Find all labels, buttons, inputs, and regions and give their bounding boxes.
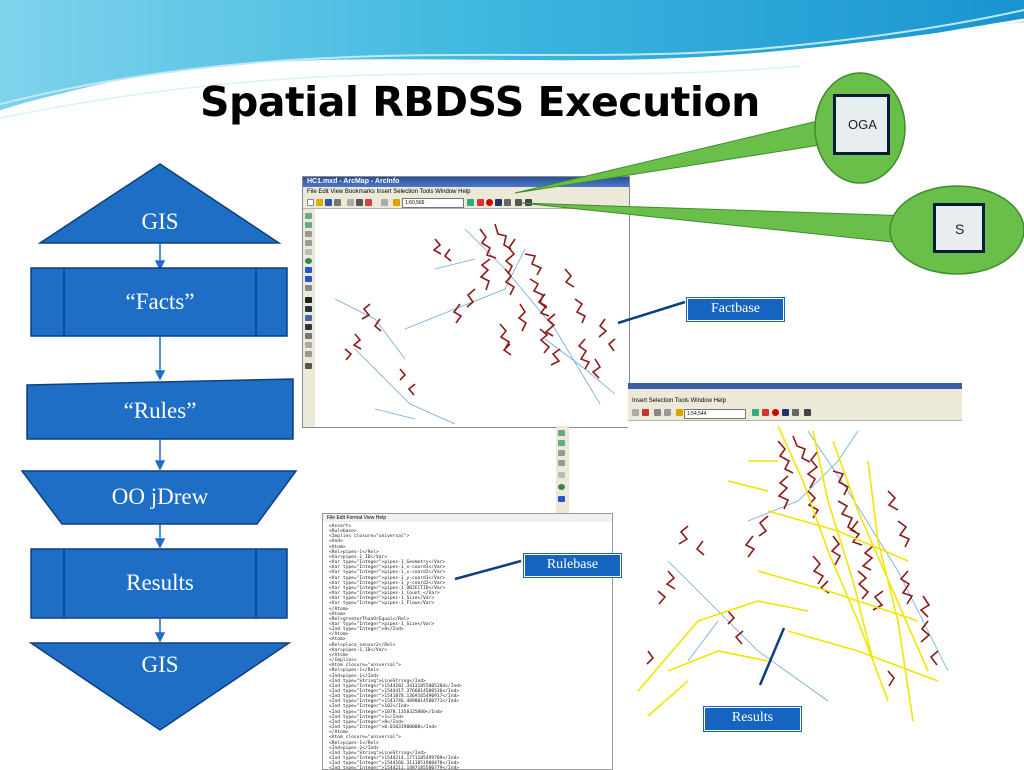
rulebase-line: <Atom>: [329, 637, 346, 643]
flow-label-gis-extract: GIS: [141, 209, 179, 234]
rulebase-line: <Ind type="String">LineString</Ind>: [329, 750, 426, 756]
flow-label-gis-merge: GIS: [141, 652, 179, 677]
rulebase-line: <Rel>pipes-1</Rel>: [329, 549, 379, 555]
flow-step-oojdrew: [20, 470, 298, 525]
map-tools-strip[interactable]: [556, 426, 569, 514]
callout-results: Results: [703, 706, 802, 732]
rulebase-line: <Rel>pipes-1</Rel>: [329, 740, 379, 746]
rulebase-line: </Atom>: [329, 730, 349, 736]
rulebase-line: <Rel>place_sensor2</Rel>: [329, 642, 396, 648]
results-scale-box[interactable]: 1:54,544: [684, 409, 746, 419]
rulebase-line: <Ind type="Integer">8</Ind>: [329, 627, 404, 633]
flow-label-facts: “Facts”: [125, 289, 195, 314]
rulebase-line: <Var type="Integer">pipes-1_x-coord2</Va…: [329, 570, 446, 576]
flowchart: [20, 163, 298, 731]
oga-tool-icon: OGA: [833, 94, 890, 155]
flow-step-results: [30, 548, 288, 619]
notepad-menu[interactable]: File Edit Format View Help: [323, 514, 612, 522]
factbase-map: [334, 223, 616, 425]
rulebase-line: <Ind type="String">LineString</Ind>: [329, 678, 426, 684]
flow-label-rules: “Rules”: [123, 398, 197, 423]
flow-label-oojdrew: OO jDrew: [111, 484, 209, 509]
flow-step-facts: [30, 267, 288, 337]
rulebase-line: <Ind type="Integer">1544417.376681450053…: [329, 689, 459, 694]
rulebase-line: </Implies>: [329, 658, 357, 664]
rulebase-line: <Ind type="Integer">1543746.489881450077…: [329, 699, 459, 705]
arcmap-title: HC1.mxd - ArcMap - ArcInfo: [303, 177, 629, 187]
rulebase-line: <Atom>: [329, 544, 346, 550]
rulebase-line: <Var type="Integer">pipes-1_Flow</Var>: [329, 601, 435, 607]
rulebase-line: <Var type="Integer">pipes-1_y-coord2</Va…: [329, 580, 446, 586]
rulebase-line: <Ind type="Integer">1</Ind>: [329, 714, 404, 720]
flow-step-gis-extract: [37, 163, 282, 244]
rulebase-line: <Atom closure="universal">: [329, 735, 401, 741]
rulebase-line: <Ind type="Integer">0.01031900000</Ind>: [329, 725, 437, 731]
rulebase-line: <Ind type="Integer">1544166.311185190047…: [329, 761, 459, 767]
rulebase-line: <Ind>pipes-2</Ind>: [329, 745, 379, 751]
rulebase-line: <Var type="Integer">pipes-1_Count_</Var>: [329, 591, 440, 597]
page-title: Spatial RBDSS Execution: [200, 78, 760, 126]
rulebase-line: <Ind type="Integer">1878.1358325000</Ind…: [329, 709, 443, 715]
s-tool-icon: S: [933, 203, 985, 253]
callout-factbase: Factbase: [686, 297, 785, 322]
rulebase-line: <Var type="Integer">pipes-1_y-coord1</Va…: [329, 575, 446, 581]
rulebase-line: </Atom>: [329, 652, 349, 658]
arcmap-scale-box[interactable]: 1:60,566: [402, 198, 464, 208]
rulebase-line: <Ind type="Integer">1544214.177118549970…: [329, 756, 459, 762]
rulebase-line: <Var>pipes-1_ID</Var>: [329, 554, 388, 560]
rulebase-line: </Atom>: [329, 606, 349, 612]
rulebase-line: <Ind type="Integer">8</Ind>: [329, 719, 404, 725]
flow-label-results: Results: [126, 570, 194, 595]
rulebase-line: <Rulebase>: [329, 529, 357, 535]
rulebase-line: </Atom>: [329, 632, 349, 638]
rulebase-line: <Ind type="Integer">1544202.341318550053…: [329, 683, 462, 689]
rulebase-line: <Assert>: [329, 524, 352, 529]
rulebase-line: <Ind type="Integer">1541878.136916549091…: [329, 694, 459, 700]
arcmap-window: HC1.mxd - ArcMap - ArcInfo File Edit Vie…: [302, 176, 630, 428]
arcmap-menu[interactable]: File Edit View Bookmarks Insert Selectio…: [303, 187, 629, 197]
rulebase-code: <Assert><Rulebase><Implies closure="univ…: [329, 524, 462, 769]
header-wave: [0, 0, 1024, 119]
rulebase-line: <Rel>pipes-1</Rel>: [329, 668, 379, 674]
rulebase-line: <Rel>greaterThanOrEqual</Rel>: [329, 616, 410, 622]
results-map: [637, 425, 949, 722]
results-window: Insert Selection Tools Window Help 1:54,…: [628, 383, 962, 728]
rulebase-line: <Var type="Integer">pipes-1_Size</Var>: [329, 621, 435, 627]
callout-rulebase: Rulebase: [523, 553, 622, 578]
rulebase-line: <Var type="Integer">pipes-1_x-coord1</Va…: [329, 565, 446, 571]
rulebase-line: <Ind type="Integer">102</Ind>: [329, 704, 410, 710]
rulebase-line: <Ind>pipes-1</Ind>: [329, 673, 379, 679]
flow-step-gis-merge: [28, 642, 292, 731]
rulebase-line: <And>: [329, 539, 343, 545]
rulebase-line: <Var type="Integer">pipes-1_OBJECTID</Va…: [329, 585, 446, 591]
results-toolbar[interactable]: 1:54,544: [628, 407, 962, 421]
rulebase-line: <Var type="Integer">pipes-1_Size</Var>: [329, 596, 435, 602]
flow-step-rules: [26, 378, 294, 440]
rulebase-line: <Atom>: [329, 611, 346, 617]
rulebase-line: <Atom closure="universal">: [329, 663, 401, 669]
rulebase-line: <Var type="Integer">pipes-1_Geometry</Va…: [329, 560, 446, 566]
rulebase-line: <Var>pipes-1_ID</Var>: [329, 647, 388, 653]
rulebase-line: <Implies closure="universal">: [329, 534, 410, 540]
arcmap-side-toolbar[interactable]: [303, 209, 315, 427]
